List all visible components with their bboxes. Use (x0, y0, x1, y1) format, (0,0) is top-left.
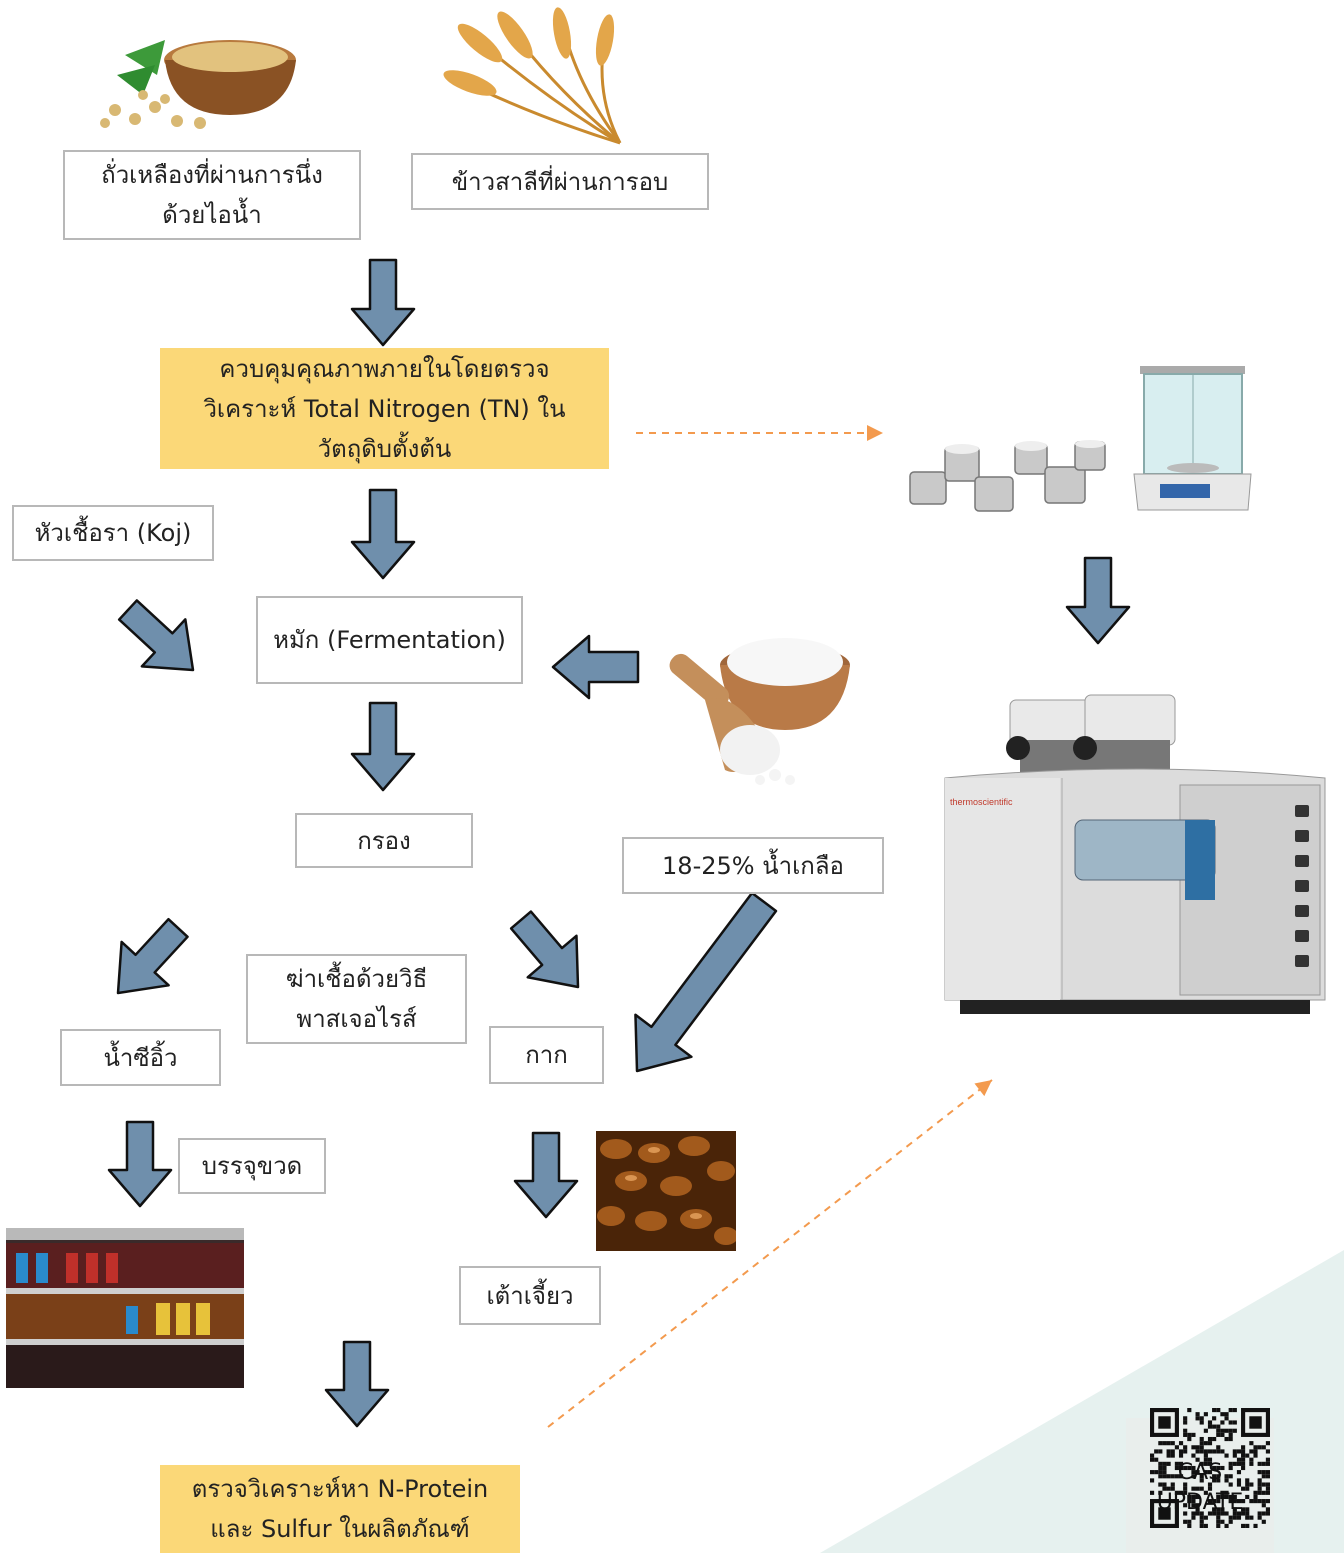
qr-caption: CAS UPDATE (1156, 1460, 1244, 1515)
filter-box: กรอง (295, 813, 473, 868)
supermarket-shelf-image (6, 1228, 244, 1388)
arrow-salt-to-fermentation (551, 634, 640, 700)
dashed-arrow-final-to-analyzer-head (974, 1080, 992, 1097)
salt-bowl-image (669, 638, 850, 785)
arrow-to-tao-chiew (513, 1131, 579, 1219)
arrow-filter-to-residue (509, 910, 580, 989)
qr-code-icon[interactable] (1150, 1408, 1270, 1528)
elemental-analyzer-image: thermoscientific (944, 694, 1326, 1014)
arrow-to-bottle (107, 1120, 173, 1208)
fermentation-box: หมัก (Fermentation) (256, 596, 523, 684)
fermented-beans-image (596, 1131, 736, 1251)
tin-capsules-image (909, 440, 1106, 512)
dashed-arrow-final-to-analyzer (547, 1079, 993, 1428)
arrow-filter-to-soy-sauce (116, 917, 189, 995)
quality-control-box: ควบคุมคุณภาพภายในโดยตรวจ วิเคราะห์ Total… (160, 348, 609, 469)
koji-box: หัวเชื้อรา (Koj) (12, 505, 214, 561)
arrow-to-final (324, 1340, 390, 1428)
wheat-box: ข้าวสาลีที่ผ่านการอบ (411, 153, 709, 210)
analyzer-brand-label: thermoscientific (950, 797, 1013, 807)
arrow-to-qc (350, 258, 416, 347)
arrow-to-filter (350, 701, 416, 792)
dashed-arrow-qc-to-equipment-head (867, 425, 883, 441)
soy-sauce-box: น้ำซีอิ้ว (60, 1029, 221, 1086)
wheat-image (443, 7, 622, 145)
soybean-bowl-image (100, 40, 296, 129)
arrow-brine-to-residue (634, 891, 778, 1073)
tao-chiew-box: เต้าเจี้ยว (459, 1266, 601, 1325)
pasteurization-box: ฆ่าเชื้อด้วยวิธี พาสเจอไรส์ (246, 954, 467, 1044)
brine-box: 18-25% น้ำเกลือ (622, 837, 884, 894)
arrow-to-fermentation (350, 488, 416, 580)
arrow-koji-to-fermentation (117, 599, 195, 672)
final-analysis-box: ตรวจวิเคราะห์หา N-Protein และ Sulfur ในผ… (160, 1465, 520, 1553)
residue-box: กาก (489, 1026, 604, 1084)
soybean-box: ถั่วเหลืองที่ผ่านการนึ่ง ด้วยไอน้ำ (63, 150, 361, 240)
bottling-box: บรรจุขวด (178, 1138, 326, 1194)
arrow-to-analyzer (1065, 556, 1131, 645)
analytical-balance-image (1133, 366, 1252, 511)
